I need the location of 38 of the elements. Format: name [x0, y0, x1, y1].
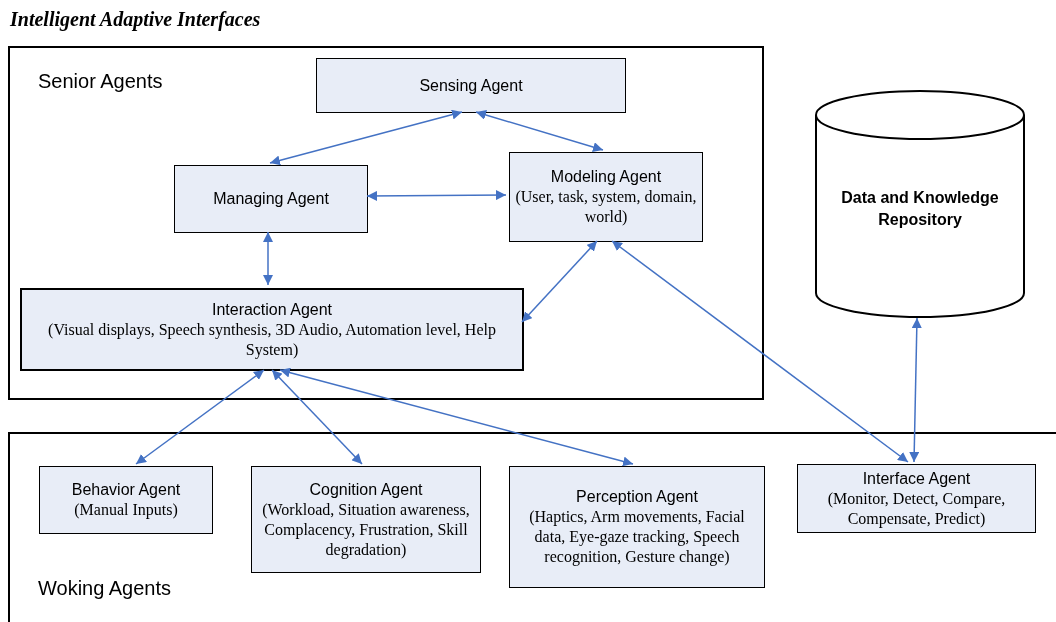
double-arrow — [135, 369, 265, 465]
agent-description: (Manual Inputs) — [74, 500, 178, 520]
double-arrow — [269, 109, 463, 166]
double-arrow — [611, 240, 909, 463]
database-label: Data and Knowledge Repository — [840, 188, 1000, 230]
agent-box — [174, 165, 368, 233]
double-arrow — [909, 317, 922, 463]
agent-box — [251, 466, 481, 573]
diagram-title: Intelligent Adaptive Interfaces — [10, 8, 261, 31]
group-frame — [8, 432, 1056, 622]
double-arrow — [271, 369, 363, 465]
double-arrow — [366, 190, 507, 201]
agent-description: (Workload, Situation awareness, Complacency, Frustration, Skill degradation) — [261, 499, 471, 560]
agent-title: Cognition Agent — [309, 479, 423, 500]
agent-title: Modeling Agent — [550, 167, 662, 187]
agent-box — [316, 58, 626, 113]
agent-description: (Monitor, Detect, Compare, Compensate, Predict) — [826, 488, 1007, 529]
agent-title: Interface Agent — [862, 468, 971, 489]
agent-box — [20, 288, 524, 371]
double-arrow — [521, 240, 598, 323]
group-frame — [8, 46, 764, 400]
agent-description: (Visual displays, Speech synthesis, 3D Audio, Automation level, Help System) — [47, 319, 497, 360]
agent-box — [509, 466, 765, 588]
agent-title: Interaction Agent — [211, 299, 333, 320]
agent-description: (User, task, system, domain, world) — [514, 187, 698, 227]
group-label: Woking Agents — [38, 577, 172, 600]
double-arrow — [475, 110, 604, 152]
group-label: Senior Agents — [38, 70, 163, 93]
agent-title: Behavior Agent — [71, 480, 181, 500]
agent-box — [509, 152, 703, 242]
agent-title: Managing Agent — [213, 189, 329, 209]
agent-description: (Haptics, Arm movements, Facial data, Eye-gaze tracking, Speech recognition, Gesture change) — [528, 507, 746, 567]
agent-box — [39, 466, 213, 534]
double-arrow — [263, 231, 273, 286]
agent-title: Perception Agent — [576, 487, 698, 507]
double-arrow — [279, 367, 634, 467]
agent-box — [797, 464, 1036, 533]
agent-title: Sensing Agent — [419, 75, 523, 96]
